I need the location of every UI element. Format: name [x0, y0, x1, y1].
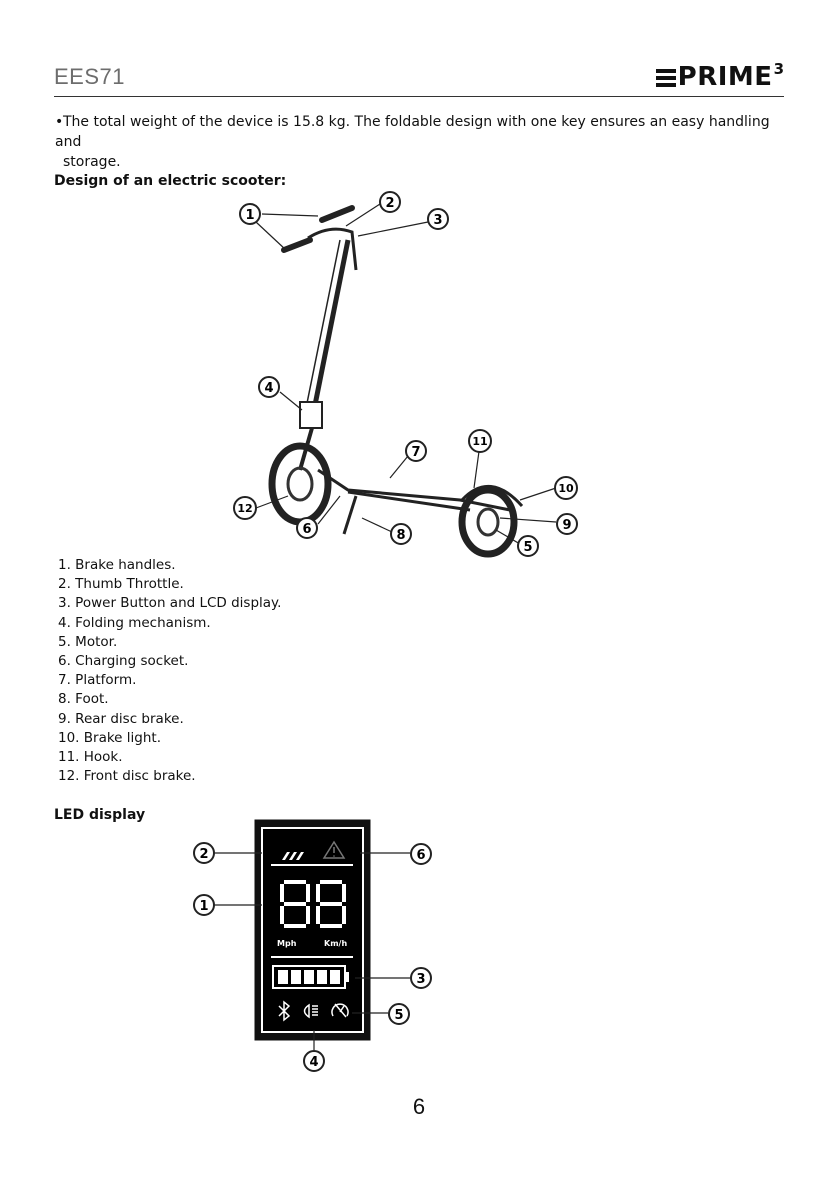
- list-item: 1. Brake handles.: [58, 557, 176, 573]
- list-item: 8. Foot.: [58, 691, 109, 708]
- callout-12: 12: [233, 496, 257, 520]
- svg-text:6: 6: [302, 522, 311, 537]
- svg-text:3: 3: [416, 972, 425, 987]
- front-wheel: [268, 442, 332, 526]
- callout-8: 8: [390, 523, 412, 545]
- header-divider: [54, 96, 784, 97]
- list-item: 9. Rear disc brake.: [58, 710, 184, 727]
- list-item: 10. Brake light.: [58, 729, 161, 746]
- warning-icon: [322, 840, 346, 859]
- bullet: •: [55, 114, 64, 130]
- callout-2: 2: [379, 191, 401, 213]
- cruise-control-icon: [331, 1003, 349, 1018]
- led-callout-1: 1: [193, 894, 215, 916]
- list-item: 5. Motor.: [58, 633, 118, 650]
- svg-text:1: 1: [199, 899, 208, 914]
- svg-text:6: 6: [416, 848, 425, 863]
- unit-kmh: Km/h: [324, 939, 347, 948]
- svg-text:8: 8: [396, 528, 405, 543]
- callout-9: 9: [556, 513, 578, 535]
- list-item: 12. Front disc brake.: [58, 768, 196, 785]
- callout-7: 7: [405, 440, 427, 462]
- svg-text:12: 12: [237, 502, 252, 515]
- speed-digits: [280, 880, 346, 928]
- model-name: EES71: [54, 64, 125, 89]
- list-item: 4. Folding mechanism.: [58, 614, 211, 631]
- list-item: 6. Charging socket.: [58, 653, 189, 670]
- led-heading: LED display: [54, 807, 146, 823]
- svg-text:11: 11: [472, 435, 487, 448]
- list-item: 7. Platform.: [58, 672, 137, 689]
- led-callout-2: 2: [193, 842, 215, 864]
- rear-wheel: [458, 486, 518, 558]
- led-callout-3: 3: [410, 967, 432, 989]
- parts-list: 1. Brake handles. 2. Thumb Throttle. 3. …: [58, 556, 281, 786]
- callout-4: 4: [258, 376, 280, 398]
- brand-superscript: 3: [773, 60, 784, 78]
- svg-text:2: 2: [385, 196, 394, 211]
- svg-text:7: 7: [411, 445, 420, 460]
- svg-text:2: 2: [199, 847, 208, 862]
- callout-6: 6: [296, 517, 318, 539]
- svg-text:5: 5: [523, 540, 532, 555]
- scooter-diagram: 1 2 3 4 5 6 7 8 9 10 11 12: [233, 191, 578, 558]
- led-display-diagram: Mph Km/h 1 2 3 4 5 6: [193, 819, 432, 1072]
- svg-text:4: 4: [309, 1055, 318, 1070]
- svg-text:5: 5: [394, 1008, 403, 1023]
- callout-1: 1: [239, 203, 261, 225]
- svg-text:3: 3: [433, 213, 442, 228]
- intro-line-1: The total weight of the device is 15.8 k…: [55, 114, 770, 150]
- led-callout-5: 5: [388, 1003, 410, 1025]
- list-item: 3. Power Button and LCD display.: [58, 595, 282, 612]
- brand-text: PRIME: [677, 62, 773, 92]
- intro-paragraph: •The total weight of the device is 15.8 …: [55, 112, 775, 172]
- battery-icon: [272, 965, 349, 989]
- led-callout-4: 4: [303, 1050, 325, 1072]
- svg-text:9: 9: [562, 518, 571, 533]
- headlight-icon: [303, 1003, 318, 1019]
- speed-mode-icon: [282, 852, 304, 860]
- led-callout-6: 6: [410, 843, 432, 865]
- intro-line-2: storage.: [63, 154, 121, 170]
- svg-text:10: 10: [558, 482, 574, 495]
- svg-text:4: 4: [264, 381, 273, 396]
- brand-logo: PRIME 3: [655, 60, 784, 92]
- svg-text:1: 1: [245, 208, 254, 223]
- callout-5: 5: [517, 535, 539, 557]
- page-number: 6: [412, 1094, 426, 1119]
- bluetooth-icon: [278, 1000, 291, 1022]
- unit-mph: Mph: [277, 939, 297, 948]
- list-item: 11. Hook.: [58, 749, 123, 766]
- brand-bars: [655, 69, 676, 87]
- scooter-heading: Design of an electric scooter:: [54, 173, 287, 189]
- callout-3: 3: [427, 208, 449, 230]
- callout-10: 10: [554, 476, 578, 500]
- callout-11: 11: [468, 429, 492, 453]
- list-item: 2. Thumb Throttle.: [58, 576, 184, 593]
